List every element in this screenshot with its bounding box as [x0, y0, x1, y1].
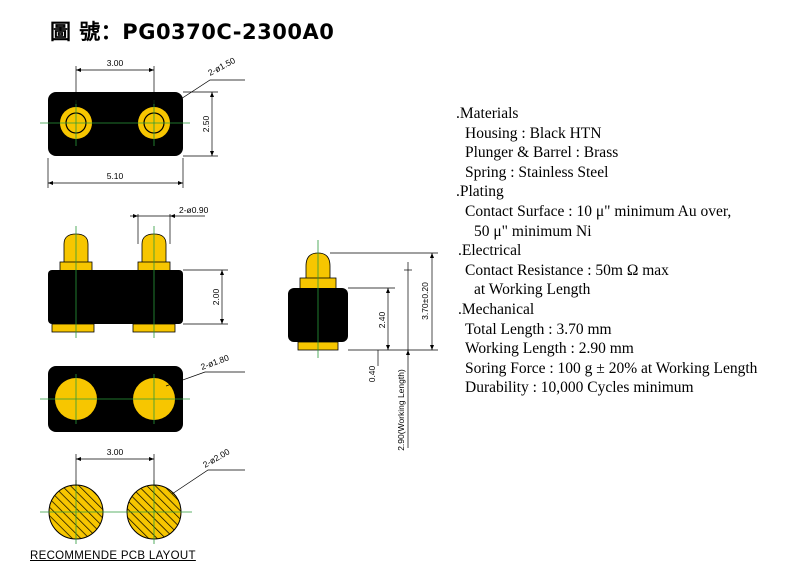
spec-spring-force: Soring Force : 100 g ± 20% at Working Le…: [465, 359, 758, 377]
dim-pcb-pad: 2-ø2.00: [201, 446, 232, 469]
spec-durability: Durability : 10,000 Cycles minimum: [465, 379, 694, 397]
spec-heading-plating: .Plating: [456, 183, 504, 201]
dim-right-working: 2.90(Working Length): [396, 369, 406, 451]
spec-contact-surface: Contact Surface : 10 μ" minimum Au over,: [465, 202, 732, 220]
side-view-housing: [48, 270, 183, 324]
dim-top-hole: 2-ø1.50: [206, 55, 237, 78]
spec-heading-materials: .Materials: [456, 105, 519, 122]
spec-spring: Spring : Stainless Steel: [465, 163, 609, 181]
dim-side-pin: 2-ø0.90: [179, 205, 209, 215]
spec-total-length: Total Length : 3.70 mm: [465, 320, 612, 338]
dim-side-height: 2.00: [211, 288, 221, 305]
dim-bottom-pad: 2-ø1.80: [199, 352, 230, 372]
pcb-layout: 3.00 2-ø2.00: [40, 446, 245, 544]
spec-working-length: Working Length : 2.90 mm: [465, 340, 634, 358]
right-side-view: 3.70±0.20 2.40 0.40 2.90(Working Length): [288, 240, 438, 451]
dim-right-total: 3.70±0.20: [420, 282, 430, 320]
bottom-view: 2-ø1.80: [40, 352, 245, 432]
spec-contact-surface-cont: 50 μ" minimum Ni: [474, 222, 592, 240]
dim-top-width: 5.10: [107, 171, 124, 181]
spec-plunger-barrel: Plunger & Barrel : Brass: [465, 144, 619, 162]
side-view: 2-ø0.90 2.00: [48, 205, 228, 338]
spec-heading-electrical: .Electrical: [458, 242, 522, 260]
top-view: 3.00 2.50 5.10 2-ø1.50: [40, 55, 245, 188]
dim-pcb-pitch: 3.00: [107, 447, 124, 457]
dim-top-pitch: 3.00: [107, 58, 124, 68]
spec-heading-mechanical: .Mechanical: [458, 300, 535, 318]
dim-top-height: 2.50: [201, 115, 211, 132]
dim-right-low: 0.40: [367, 365, 377, 382]
spec-contact-resistance: Contact Resistance : 50m Ω max: [465, 261, 669, 279]
specifications-block: .Materials Housing : Black HTN Plunger &…: [456, 104, 757, 398]
spec-contact-resistance-cont: at Working Length: [474, 281, 591, 299]
spec-housing: Housing : Black HTN: [465, 124, 602, 142]
pcb-layout-caption: RECOMMENDE PCB LAYOUT: [30, 550, 196, 562]
dim-right-mid: 2.40: [377, 311, 387, 328]
drawing-number-title: 圖 號：PG0370C-2300A0: [50, 20, 335, 44]
